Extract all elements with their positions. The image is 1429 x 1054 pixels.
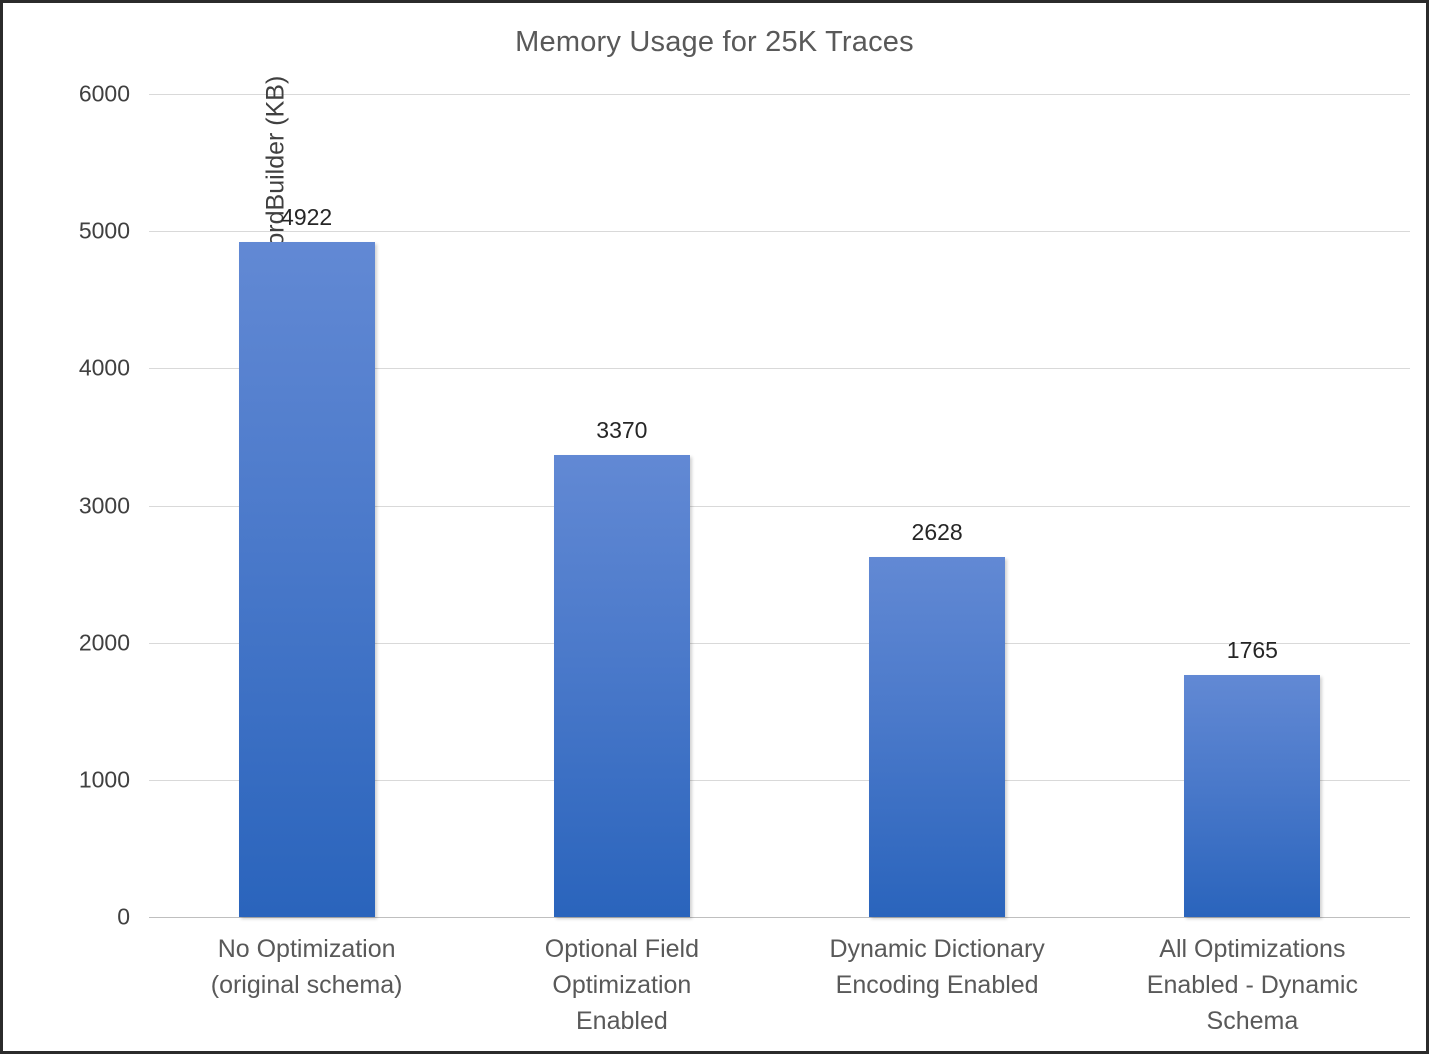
x-axis-label-line: Optional Field <box>544 935 699 963</box>
y-tick-label-3000: 3000 <box>78 492 130 518</box>
y-tick-label-0: 0 <box>117 903 130 930</box>
y-tick-label-5000: 5000 <box>78 217 130 244</box>
x-axis-label-line: Optimization <box>552 971 692 999</box>
x-axis-label-line: (original schema) <box>210 971 403 999</box>
x-axis-label-line: Encoding Enabled <box>835 971 1039 999</box>
gridline-0 <box>149 917 1410 918</box>
bar[interactable] <box>869 556 1006 917</box>
x-axis-label-line: Enabled - Dynamic <box>1146 971 1358 999</box>
y-tick-label-2000: 2000 <box>78 629 130 656</box>
y-tick-label-6000: 6000 <box>78 80 130 107</box>
gridline-1000 <box>149 779 1410 781</box>
bar[interactable] <box>238 241 375 917</box>
bar-slot: 3370 <box>464 94 779 917</box>
x-axis-label: No Optimization (original schema) <box>149 931 464 1003</box>
x-axis-tick-labels: No Optimization (original schema) Optional… <box>149 931 1410 1051</box>
gridline-3000 <box>149 505 1410 507</box>
bar-slot: 4922 <box>149 94 464 917</box>
y-tick-label-4000: 4000 <box>78 354 130 381</box>
bar-value-label: 1765 <box>1226 636 1278 663</box>
bar-value-label: 2628 <box>911 518 963 545</box>
bar-slot: 2628 <box>780 94 1095 917</box>
x-axis-label-line: No Optimization <box>217 935 396 963</box>
x-axis-label-line: All Optimizations <box>1159 935 1346 963</box>
bar[interactable] <box>1184 674 1321 917</box>
gridline-4000 <box>149 368 1410 370</box>
gridline-2000 <box>149 642 1410 644</box>
bar[interactable] <box>553 454 690 917</box>
chart-title: Memory Usage for 25K Traces <box>515 26 914 58</box>
y-tick-label-1000: 1000 <box>78 766 130 793</box>
bar-slot: 1765 <box>1095 94 1410 917</box>
bar-value-label: 4922 <box>281 203 333 230</box>
x-axis-label-line: Enabled <box>576 1007 668 1035</box>
bar-value-label: 3370 <box>596 416 648 443</box>
gridline-5000 <box>149 231 1410 233</box>
chart-frame: Memory Usage for 25K Traces 0 1000 2000 300… <box>4 4 1425 1050</box>
x-axis-label-line: Schema <box>1206 1007 1299 1035</box>
x-axis-label-line: Dynamic Dictionary <box>829 935 1045 963</box>
gridline-6000 <box>149 94 1410 95</box>
